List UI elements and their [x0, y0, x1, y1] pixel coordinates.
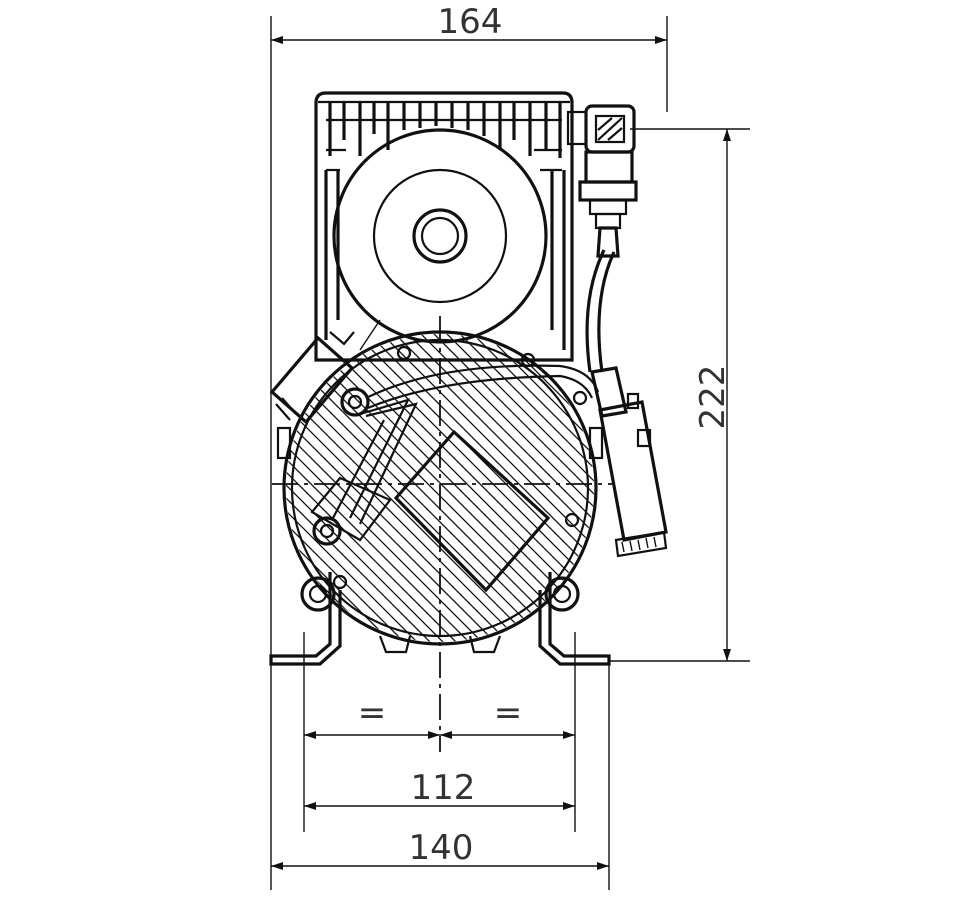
hatch-line — [401, 334, 594, 642]
hatch-line — [286, 334, 411, 642]
terminal-box-left — [269, 331, 355, 425]
hatch-line — [286, 334, 398, 642]
dimension-bottom-group: = = 112 140 — [270, 632, 610, 890]
dimension-label-140: 140 — [409, 828, 474, 868]
hatch-line — [286, 334, 359, 642]
hatch-line — [414, 334, 594, 642]
hatch-line — [349, 334, 594, 642]
hatch-line — [286, 334, 489, 642]
center-lines — [272, 316, 612, 752]
dimension-overall-height: 222 — [610, 128, 750, 662]
dimension-label-equal-left: = — [358, 693, 387, 733]
dimension-label-222: 222 — [693, 365, 733, 430]
hatch-line — [286, 334, 450, 642]
dimension-label-112: 112 — [411, 768, 476, 808]
hatch-line — [286, 334, 307, 642]
internal-linkage — [312, 364, 600, 546]
sensor-assembly — [566, 104, 668, 558]
hatch-line — [388, 334, 594, 642]
hatch-line — [440, 334, 594, 642]
hatch-line — [583, 334, 594, 642]
mounting-feet — [269, 572, 611, 666]
hatch-line — [286, 334, 346, 642]
hatch-line — [479, 334, 594, 642]
hatch-line — [286, 334, 502, 642]
hatch-line — [0, 328, 280, 648]
hatch-line — [286, 334, 515, 642]
hatch-line — [375, 334, 594, 642]
hatch-line — [286, 334, 424, 642]
dimension-label-164: 164 — [438, 2, 503, 42]
hatch-line — [286, 334, 476, 642]
hatch-line — [453, 334, 594, 642]
hatch-line — [597, 328, 917, 648]
hatch-line — [286, 334, 463, 642]
hatch-line — [466, 334, 594, 642]
hatch-line — [286, 334, 528, 642]
hatch-line — [336, 334, 594, 642]
cooling-fin-block — [314, 91, 574, 362]
hatch-line — [286, 334, 385, 642]
hatch-line — [362, 334, 594, 642]
hatch-line — [286, 334, 437, 642]
motor-body — [0, 328, 917, 654]
hatch-line — [286, 334, 294, 642]
hatch-line — [310, 334, 594, 642]
hatch-line — [531, 334, 594, 642]
dimension-label-equal-right: = — [494, 693, 523, 733]
hatch-line — [492, 334, 594, 642]
dimension-overall-width: 164 — [270, 2, 668, 660]
hatch-line — [286, 334, 541, 642]
hatch-line — [286, 334, 554, 642]
